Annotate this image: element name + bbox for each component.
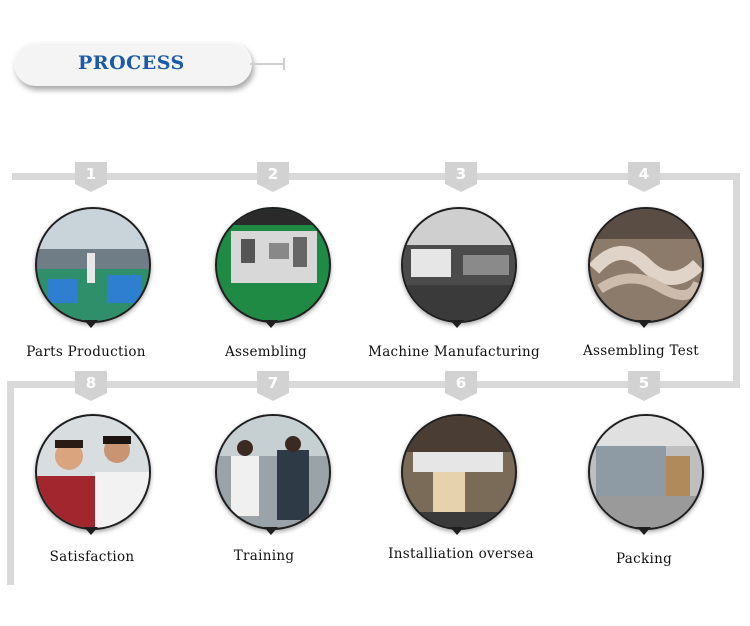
track-left — [7, 381, 14, 585]
step-label-4: Assembling Test — [582, 343, 700, 359]
step-number: 5 — [638, 374, 650, 392]
step-photo-installation-oversea — [401, 414, 517, 530]
step-badge-5: 5 — [628, 371, 660, 401]
step-label-1: Parts Production — [26, 344, 146, 360]
step-pointer — [637, 527, 651, 535]
step-photo-assembling — [215, 207, 331, 323]
step-pointer — [264, 320, 278, 328]
step-pointer — [84, 320, 98, 328]
step-label-2: Assembling — [224, 344, 307, 360]
step-label-3: Machine Manufacturing — [368, 344, 540, 360]
step-number: 6 — [455, 374, 467, 392]
step-label-5: Packing — [615, 551, 673, 567]
step-pointer — [450, 320, 464, 328]
step-pointer — [264, 527, 278, 535]
step-pointer — [84, 527, 98, 535]
step-number: 8 — [85, 374, 97, 392]
step-number: 2 — [267, 165, 279, 183]
step-badge-7: 7 — [257, 371, 289, 401]
track-right — [733, 173, 740, 388]
step-pointer — [450, 527, 464, 535]
step-label-7: Training — [233, 548, 295, 564]
step-photo-packing — [588, 414, 704, 530]
track-middle — [7, 381, 740, 388]
step-badge-6: 6 — [445, 371, 477, 401]
page-title: PROCESS — [78, 52, 185, 74]
step-photo-satisfaction — [35, 414, 151, 530]
step-number: 3 — [455, 165, 467, 183]
step-pointer — [637, 320, 651, 328]
header-connector — [250, 63, 284, 65]
step-label-8: Satisfaction — [49, 549, 135, 565]
step-number: 7 — [267, 374, 279, 392]
step-number: 1 — [85, 165, 97, 183]
step-photo-parts-production — [35, 207, 151, 323]
header-connector-tick — [283, 58, 285, 70]
step-label-6: Installiation oversea — [388, 546, 534, 562]
track-top — [12, 173, 740, 180]
step-photo-machine-manufacturing — [401, 207, 517, 323]
header-pill — [14, 42, 252, 86]
step-badge-2: 2 — [257, 162, 289, 192]
step-badge-4: 4 — [628, 162, 660, 192]
step-badge-3: 3 — [445, 162, 477, 192]
step-number: 4 — [638, 165, 650, 183]
step-badge-1: 1 — [75, 162, 107, 192]
step-badge-8: 8 — [75, 371, 107, 401]
step-photo-assembling-test — [588, 207, 704, 323]
step-photo-training — [215, 414, 331, 530]
